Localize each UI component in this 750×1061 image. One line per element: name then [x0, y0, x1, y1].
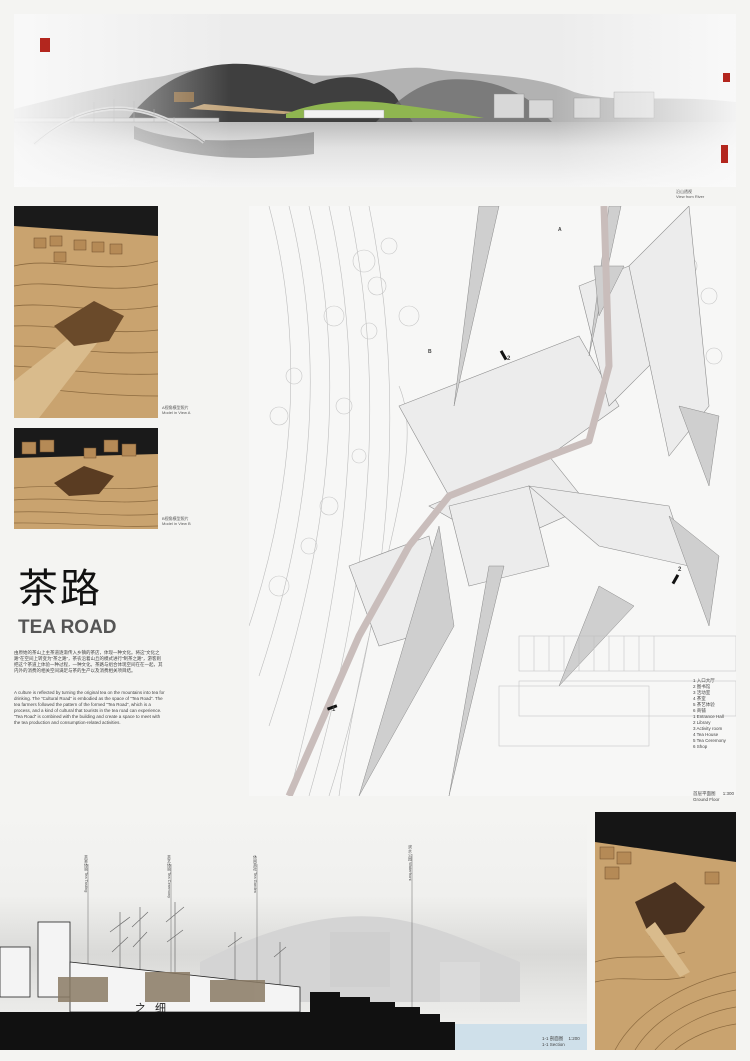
section-label-1-en: Tea Tasting	[84, 872, 89, 893]
plan-scale: 1:300	[722, 791, 735, 796]
plan-caption: 首层平面图 1:300 Ground Floor	[693, 791, 734, 803]
description-english: A culture is reflected by turning the or…	[14, 690, 165, 725]
section-1-1-drawing: 之 细	[0, 812, 587, 1050]
section-label-1-cn: 茶室体验	[84, 855, 89, 871]
ground-floor-plan	[249, 206, 736, 796]
section-label-3-en: Tea Garden	[253, 872, 258, 894]
panorama-drawing	[14, 14, 736, 187]
legend-cn-6: 6 商铺	[693, 708, 706, 713]
model-photo-a	[14, 206, 158, 418]
photo-a-caption: A视角模型照片 Model in View A	[162, 405, 190, 415]
legend-cn-5: 5 茶艺体验	[693, 702, 715, 707]
photo-b-caption-en: Model in View B	[162, 521, 191, 526]
section-label-2: 茶艺体验 Tea Ceremony	[167, 855, 172, 898]
section-label-4-cn: 滨水公园	[408, 845, 413, 861]
legend-en-5: 5 Tea Ceremony	[693, 738, 726, 743]
plan-marker-a: A	[558, 227, 562, 233]
seal-stamp-top-left	[40, 38, 50, 52]
legend-en-3: 3 Activity room	[693, 726, 723, 731]
section-scale: 1:200	[568, 1036, 580, 1041]
photo-a-caption-en: Model in View A	[162, 410, 191, 415]
svg-text:之: 之	[135, 1001, 146, 1015]
photo-b-caption-cn: B视角模型照片	[162, 516, 189, 521]
legend-en-2: 2 Library	[693, 720, 711, 725]
legend-en-1: 1 Entrance Hall	[693, 714, 724, 719]
plan-marker-1: 1	[332, 707, 336, 713]
panorama-caption: 沿山透视 View from River	[676, 189, 704, 199]
section-caption-en: 1-1 Section	[542, 1042, 565, 1047]
legend-cn-2: 2 图书馆	[693, 684, 711, 689]
section-caption: 1-1 剖面图 1:200 1-1 Section	[542, 1036, 580, 1048]
section-label-3-cn: 休闲茶社	[253, 855, 258, 871]
svg-text:细: 细	[155, 1002, 166, 1015]
legend-cn-1: 1 入口大厅	[693, 678, 715, 683]
river-panorama-image	[14, 14, 736, 187]
section-label-3: 休闲茶社 Tea Garden	[253, 855, 258, 893]
legend-en-6: 6 Shop	[693, 744, 708, 749]
title-chinese: 茶路	[18, 566, 102, 612]
section-caption-cn: 1-1 剖面图	[542, 1036, 564, 1041]
plan-drawing	[249, 206, 736, 796]
plan-marker-2: 2	[507, 356, 511, 362]
model-photo-b	[14, 428, 158, 529]
section-label-2-en: Tea Ceremony	[167, 872, 172, 899]
title-english: TEA ROAD	[18, 617, 117, 638]
legend-cn-3: 3 活动室	[693, 690, 711, 695]
panorama-caption-cn: 沿山透视	[676, 189, 692, 194]
plan-caption-en: Ground Floor	[693, 797, 720, 802]
model-photo-overview	[595, 812, 736, 1050]
seal-stamp-right	[723, 73, 730, 82]
photo-a-caption-cn: A视角模型照片	[162, 405, 189, 410]
photo-b-caption: B视角模型照片 Model in View B	[162, 516, 191, 526]
section-label-4-en: Waterfront	[408, 862, 413, 881]
section-label-2-cn: 茶艺体验	[167, 855, 172, 871]
plan-caption-cn: 首层平面图	[693, 791, 716, 796]
seal-stamp-right-lower	[721, 145, 728, 163]
section-label-1: 茶室体验 Tea Tasting	[84, 855, 89, 892]
description-chinese: 由原始的茶山上主茶道逐渐传入乡镇的茶店，体现一种文化。将这“文化之路”在空间上转…	[14, 650, 163, 673]
panorama-caption-en: View from River	[676, 194, 705, 199]
plan-marker-b: B	[428, 349, 432, 355]
legend-cn-4: 4 茶室	[693, 696, 706, 701]
section-label-4: 滨水公园 Waterfront	[408, 845, 413, 881]
plan-legend: 1 入口大厅 2 图书馆 3 活动室 4 茶室 5 茶艺体验 6 商铺 1 En…	[693, 678, 726, 750]
legend-en-4: 4 Tea House	[693, 732, 719, 737]
plan-marker-2b: 2	[678, 567, 682, 573]
